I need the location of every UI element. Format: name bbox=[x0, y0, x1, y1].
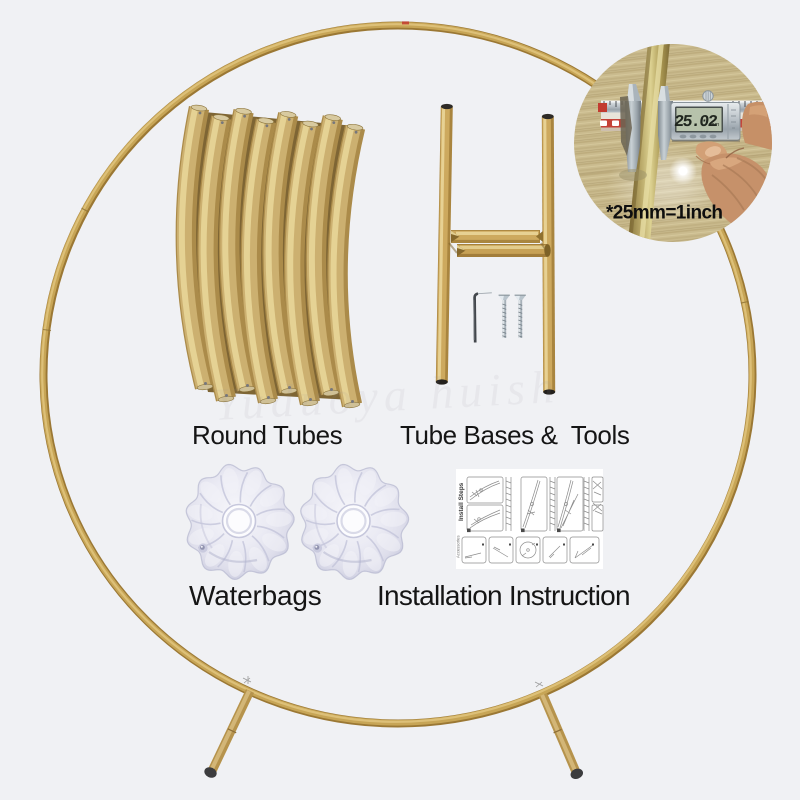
svg-text:mm: mm bbox=[710, 122, 720, 128]
svg-text:Accessories: Accessories bbox=[456, 535, 461, 558]
svg-text:*25mm=1inch: *25mm=1inch bbox=[606, 203, 722, 224]
svg-text:Install Steps: Install Steps bbox=[458, 482, 465, 521]
svg-text:25.02: 25.02 bbox=[673, 112, 718, 131]
